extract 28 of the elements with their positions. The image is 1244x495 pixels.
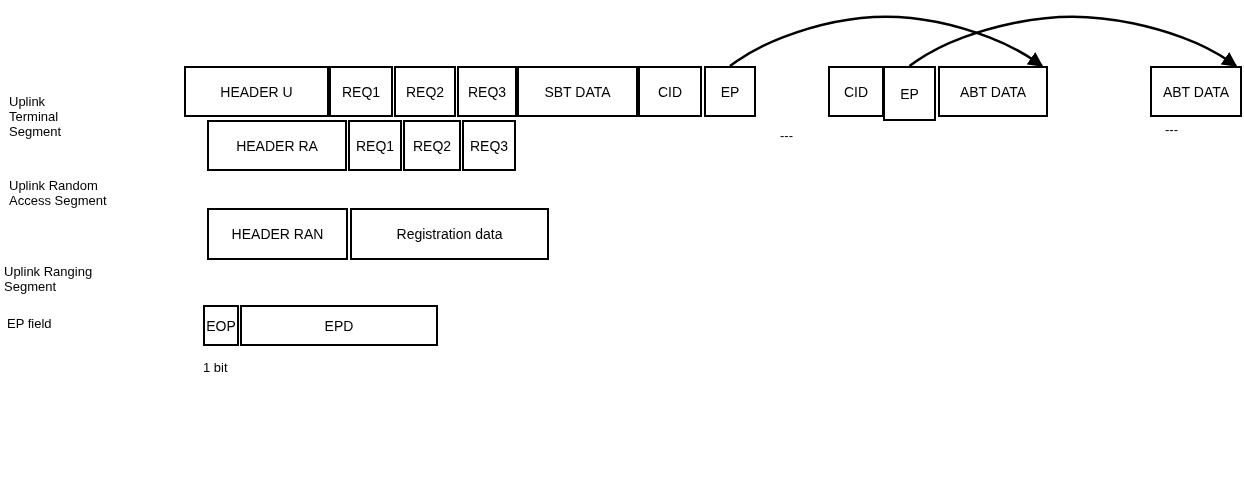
field-box: REQ1 [329, 66, 393, 117]
field-box: HEADER U [184, 66, 329, 117]
field-box: REQ1 [348, 120, 402, 171]
field-box: EOP [203, 305, 239, 346]
field-box: REQ3 [457, 66, 517, 117]
curved-arrow [729, 15, 1044, 68]
row-label: Uplink Ranging Segment [4, 264, 94, 294]
field-box: Registration data [350, 208, 549, 260]
field-box: REQ2 [403, 120, 461, 171]
field-box: SBT DATA [517, 66, 638, 117]
field-box: HEADER RA [207, 120, 347, 171]
field-box: CID [638, 66, 702, 117]
field-box: CID [828, 66, 884, 117]
field-box: ABT DATA [938, 66, 1048, 117]
field-box: REQ3 [462, 120, 516, 171]
curved-arrow [908, 15, 1238, 68]
row-label: Uplink Random Access Segment [9, 178, 108, 208]
field-box: ABT DATA [1150, 66, 1242, 117]
field-box: REQ2 [394, 66, 456, 117]
row-label: EP field [7, 316, 53, 331]
field-box: HEADER RAN [207, 208, 348, 260]
field-box: EP [704, 66, 756, 117]
row-label: Uplink Terminal Segment [9, 94, 63, 139]
field-box: EP [883, 66, 936, 121]
row-label: 1 bit [203, 360, 229, 375]
ellipsis-text: --- [780, 128, 794, 143]
field-box: EPD [240, 305, 438, 346]
ellipsis-text: --- [1165, 122, 1179, 137]
